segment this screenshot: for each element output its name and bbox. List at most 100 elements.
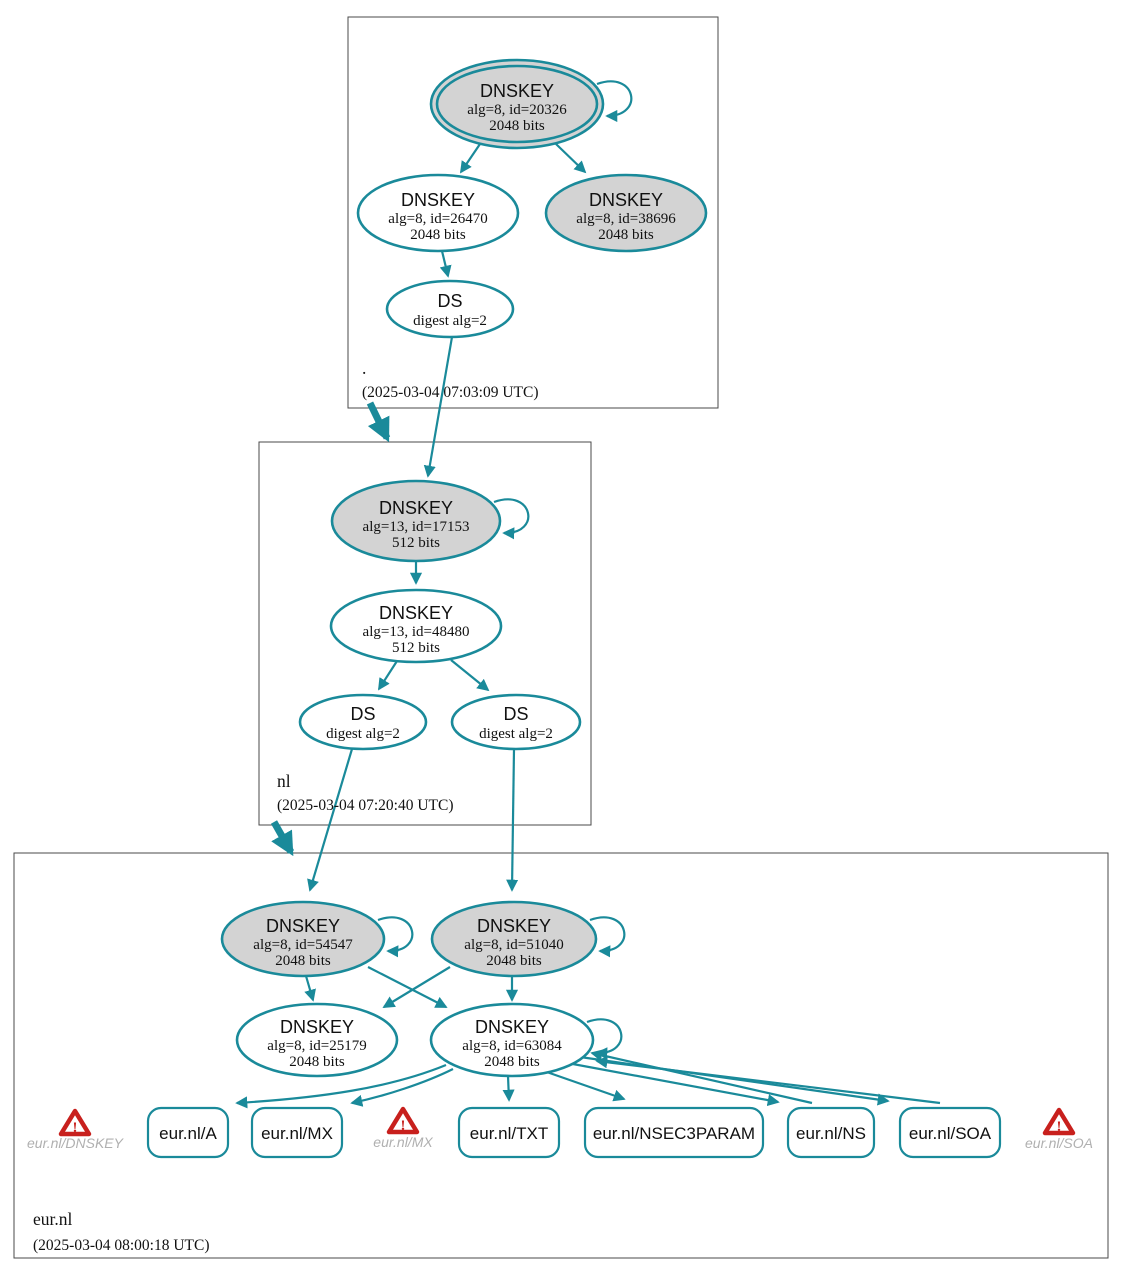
edge-63084-to-nsec3param — [540, 1068, 626, 1102]
node-ds-nl-left[interactable]: DS digest alg=2 — [298, 693, 428, 751]
zone-box-eurnl — [13, 852, 1109, 1259]
node-dnskey-48480[interactable]: DNSKEY alg=13, id=48480 512 bits — [329, 588, 503, 664]
node-rrset-eurnl-mx[interactable]: eur.nl/MX — [250, 1106, 344, 1159]
ds-nl-left-detail: digest alg=2 — [326, 726, 400, 742]
node-rrset-eurnl-soa[interactable]: eur.nl/SOA — [898, 1106, 1002, 1159]
warning-exclamation: ! — [1057, 1119, 1062, 1135]
dnskey-17153-bits: 512 bits — [392, 535, 440, 551]
warning-triangle-icon — [58, 1108, 92, 1137]
node-dnskey-38696[interactable]: DNSKEY alg=8, id=38696 2048 bits — [544, 173, 708, 253]
node-ds-nl-right[interactable]: DS digest alg=2 — [450, 693, 582, 751]
dnskey-17153-shape — [330, 479, 502, 563]
warning-exclamation: ! — [401, 1118, 406, 1134]
dnskey-48480-title: DNSKEY — [379, 603, 453, 623]
ds-root-title: DS — [437, 291, 462, 311]
dnskey-25179-title: DNSKEY — [280, 1017, 354, 1037]
edge-48480-to-dsleft — [378, 660, 398, 691]
edge-zone-nl-to-eurnl — [270, 820, 295, 857]
dnskey-17153-alg: alg=13, id=17153 — [363, 519, 470, 535]
edge-ns-to-63084 — [590, 1049, 813, 1105]
rrset-eurnl-a-shape — [146, 1106, 230, 1159]
dnskey-38696-alg: alg=8, id=38696 — [576, 211, 676, 227]
zone-timestamp-eurnl: (2025-03-04 08:00:18 UTC) — [33, 1237, 210, 1254]
zone-label-eurnl: eur.nl — [33, 1209, 73, 1229]
rrset-eurnl-nsec3param-shape — [583, 1106, 765, 1159]
rrset-eurnl-nsec3param-label: eur.nl/NSEC3PARAM — [593, 1124, 755, 1143]
dnskey-26470-alg: alg=8, id=26470 — [388, 211, 487, 227]
rrset-eurnl-mx-shape — [250, 1106, 344, 1159]
edge-51040-to-25179 — [382, 966, 451, 1008]
dnskey-48480-bits: 512 bits — [392, 640, 440, 656]
edge-63084-to-txt — [502, 1075, 515, 1102]
node-dnskey-17153[interactable]: DNSKEY alg=13, id=17153 512 bits — [330, 479, 502, 563]
zone-timestamp-root: (2025-03-04 07:03:09 UTC) — [362, 384, 539, 401]
edge-ksk20326-selfloop — [596, 80, 633, 123]
dnskey-38696-shape — [544, 173, 708, 253]
rrset-eurnl-soa-shape — [898, 1106, 1002, 1159]
rrset-eurnl-txt-label: eur.nl/TXT — [470, 1124, 548, 1143]
dnskey-48480-alg: alg=13, id=48480 — [363, 624, 470, 640]
ds-nl-left-title: DS — [350, 704, 375, 724]
zone-box-root — [347, 16, 719, 409]
dnskey-25179-alg: alg=8, id=25179 — [267, 1038, 366, 1054]
edge-26470-to-ds — [439, 250, 452, 278]
edge-soa-to-63084 — [595, 1056, 941, 1105]
dnskey-38696-title: DNSKEY — [589, 190, 663, 210]
edge-zone-root-to-nl — [366, 401, 391, 443]
edge-rootds-to-nl-ksk — [423, 336, 454, 478]
dnskey-38696-bits: 2048 bits — [598, 227, 654, 243]
dnskey-25179-bits: 2048 bits — [289, 1054, 345, 1070]
warning-eurnl-soa-label: eur.nl/SOA — [1025, 1135, 1093, 1151]
node-rrset-eurnl-a[interactable]: eur.nl/A — [146, 1106, 230, 1159]
node-rrset-eurnl-nsec3param[interactable]: eur.nl/NSEC3PARAM — [583, 1106, 765, 1159]
node-dnskey-51040[interactable]: DNSKEY alg=8, id=51040 2048 bits — [430, 900, 598, 978]
zone-label-root: . — [362, 358, 366, 378]
rrset-eurnl-soa-label: eur.nl/SOA — [909, 1124, 992, 1143]
warning-eurnl-soa[interactable]: ! eur.nl/SOA — [1025, 1107, 1093, 1151]
node-dnskey-25179[interactable]: DNSKEY alg=8, id=25179 2048 bits — [235, 1002, 399, 1078]
dnskey-20326-alg: alg=8, id=20326 — [467, 102, 567, 118]
dnskey-54547-alg: alg=8, id=54547 — [253, 937, 353, 953]
dnskey-17153-title: DNSKEY — [379, 498, 453, 518]
edge-20326-to-26470 — [459, 143, 481, 174]
node-rrset-eurnl-txt[interactable]: eur.nl/TXT — [457, 1106, 561, 1159]
edge-ksk17153-selfloop — [493, 498, 530, 540]
rrset-eurnl-ns-label: eur.nl/NS — [796, 1124, 866, 1143]
ds-nl-right-shape — [450, 693, 582, 751]
dnskey-54547-shape — [220, 900, 386, 978]
edge-nldsleft-to-54547 — [307, 748, 354, 892]
dnskey-63084-shape — [429, 1002, 595, 1078]
edge-48480-to-dsright — [450, 659, 490, 692]
edge-63084-to-a — [235, 1063, 447, 1109]
dnskey-20326-inner-ring — [435, 64, 599, 144]
node-dnskey-54547[interactable]: DNSKEY alg=8, id=54547 2048 bits — [220, 900, 386, 978]
node-ds-root[interactable]: DS digest alg=2 — [385, 279, 515, 339]
dnskey-54547-bits: 2048 bits — [275, 953, 331, 969]
rrset-eurnl-ns-shape — [786, 1106, 876, 1159]
warning-eurnl-mx[interactable]: ! eur.nl/MX — [373, 1106, 433, 1150]
edge-zsk63084-selfloop — [586, 1018, 623, 1060]
dnskey-63084-bits: 2048 bits — [484, 1054, 540, 1070]
edge-ksk51040-selfloop — [589, 916, 626, 958]
dnskey-25179-shape — [235, 1002, 399, 1078]
ds-nl-left-shape — [298, 693, 428, 751]
ds-nl-right-detail: digest alg=2 — [479, 726, 553, 742]
zone-box-nl — [258, 441, 592, 826]
warning-exclamation: ! — [73, 1120, 78, 1136]
dnskey-63084-title: DNSKEY — [475, 1017, 549, 1037]
rrset-eurnl-mx-label: eur.nl/MX — [261, 1124, 333, 1143]
node-rrset-eurnl-ns[interactable]: eur.nl/NS — [786, 1106, 876, 1159]
warning-triangle-icon — [386, 1106, 420, 1135]
warning-eurnl-dnskey-label: eur.nl/DNSKEY — [27, 1135, 125, 1151]
zone-timestamp-nl: (2025-03-04 07:20:40 UTC) — [277, 797, 454, 814]
warning-eurnl-dnskey[interactable]: ! eur.nl/DNSKEY — [27, 1108, 125, 1151]
edge-54547-to-63084 — [367, 966, 448, 1008]
rrset-eurnl-txt-shape — [457, 1106, 561, 1159]
edge-nldsright-to-51040 — [506, 748, 519, 892]
node-dnskey-63084[interactable]: DNSKEY alg=8, id=63084 2048 bits — [429, 1002, 595, 1078]
node-dnskey-20326[interactable]: DNSKEY alg=8, id=20326 2048 bits — [429, 58, 605, 150]
rrset-eurnl-a-label: eur.nl/A — [159, 1124, 217, 1143]
node-dnskey-26470[interactable]: DNSKEY alg=8, id=26470 2048 bits — [356, 173, 520, 253]
